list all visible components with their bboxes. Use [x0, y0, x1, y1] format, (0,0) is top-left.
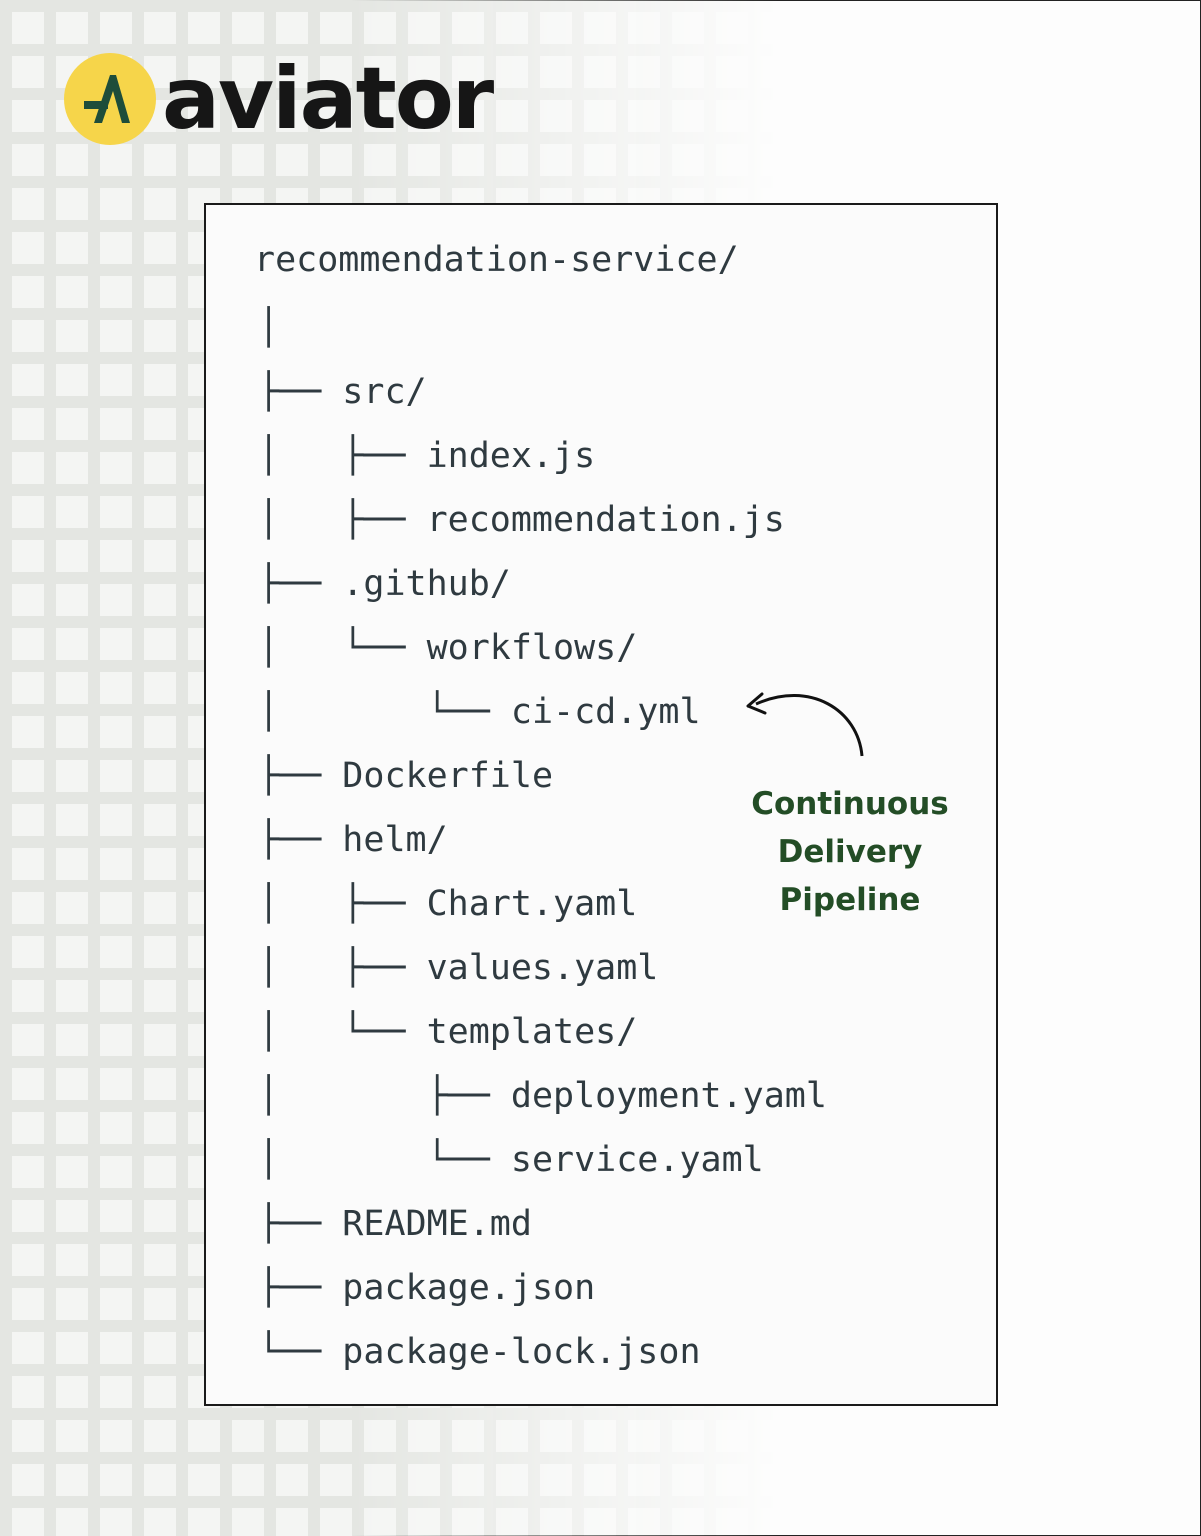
tree-line: ├── Dockerfile — [258, 753, 553, 799]
tree-connector: │ ├── — [258, 436, 427, 476]
annotation-label: Continuous Delivery Pipeline — [730, 780, 970, 924]
tree-entry-name: helm/ — [342, 820, 448, 860]
tree-entry-name: ci-cd.yml — [510, 692, 701, 732]
tree-entry-name: package.json — [342, 1268, 596, 1308]
tree-line: │ ├── index.js — [258, 433, 595, 479]
logo-wordmark: aviator — [162, 49, 494, 149]
tree-entry-name: .github/ — [342, 564, 511, 604]
tree-connector: │ ├── — [258, 500, 427, 540]
tree-line: ├── helm/ — [258, 817, 448, 863]
tree-entry-name: package-lock.json — [342, 1332, 701, 1372]
annotation-line-3: Pipeline — [779, 882, 921, 918]
tree-line: │ ├── recommendation.js — [258, 497, 785, 543]
tree-line: │ ├── Chart.yaml — [258, 881, 637, 927]
tree-entry-name: src/ — [342, 372, 427, 412]
tree-line: │ — [258, 305, 279, 351]
tree-connector: │ — [258, 308, 280, 348]
tree-connector: ├── — [258, 564, 343, 604]
tree-entry-name: Dockerfile — [342, 756, 554, 796]
tree-connector: ├── — [258, 820, 343, 860]
tree-connector: │ ├── — [258, 884, 427, 924]
tree-connector: ├── — [258, 372, 343, 412]
tree-connector: └── — [258, 1332, 343, 1372]
tree-line: │ └── ci-cd.yml — [258, 689, 701, 735]
file-tree-card — [204, 203, 998, 1406]
tree-line: │ ├── deployment.yaml — [258, 1073, 827, 1119]
annotation-line-2: Delivery — [777, 834, 923, 870]
tree-line: │ └── templates/ — [258, 1009, 637, 1055]
tree-connector: │ ├── — [258, 948, 427, 988]
tree-entry-name: templates/ — [426, 1012, 638, 1052]
logo-mark-icon — [64, 53, 156, 145]
tree-line: └── package-lock.json — [258, 1329, 701, 1375]
tree-line: │ └── service.yaml — [258, 1137, 764, 1183]
tree-connector: │ └── — [258, 692, 511, 732]
tree-connector: │ ├── — [258, 1076, 511, 1116]
tree-line: │ └── workflows/ — [258, 625, 637, 671]
tree-root-folder: recommendation-service/ — [254, 240, 739, 280]
tree-line: ├── package.json — [258, 1265, 595, 1311]
tree-connector: ├── — [258, 1268, 343, 1308]
tree-entry-name: workflows/ — [426, 628, 638, 668]
tree-connector: │ └── — [258, 1140, 511, 1180]
tree-connector: │ └── — [258, 628, 427, 668]
tree-line: │ ├── values.yaml — [258, 945, 658, 991]
tree-connector: ├── — [258, 1204, 343, 1244]
tree-entry-name: README.md — [342, 1204, 532, 1244]
tree-entry-name: index.js — [426, 436, 596, 476]
annotation-arrow-icon — [746, 692, 864, 757]
tree-entry-name: values.yaml — [426, 948, 659, 988]
tree-line: ├── .github/ — [258, 561, 511, 607]
tree-entry-name: Chart.yaml — [426, 884, 638, 924]
tree-connector: ├── — [258, 756, 343, 796]
tree-connector: │ └── — [258, 1012, 427, 1052]
annotation-line-1: Continuous — [751, 786, 949, 822]
tree-entry-name: service.yaml — [510, 1140, 764, 1180]
tree-line: ├── README.md — [258, 1201, 532, 1247]
tree-entry-name: deployment.yaml — [510, 1076, 827, 1116]
tree-entry-name: recommendation.js — [426, 500, 785, 540]
tree-line: ├── src/ — [258, 369, 427, 415]
aviator-logo: aviator — [64, 49, 494, 149]
